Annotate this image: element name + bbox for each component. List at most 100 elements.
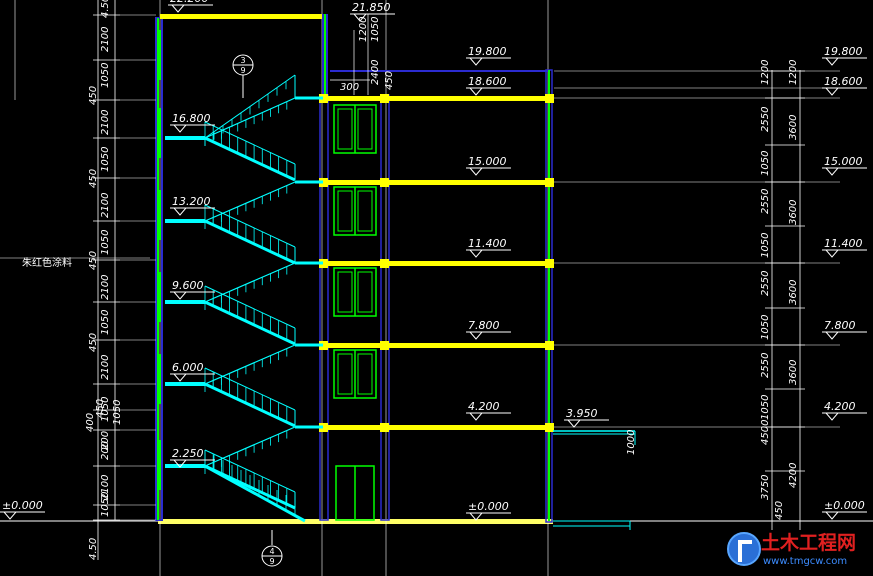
handrail xyxy=(204,121,296,165)
dimension-text: 400 xyxy=(85,413,96,432)
beam-node xyxy=(319,341,328,350)
dimension-text: 2100 xyxy=(100,475,111,500)
dimension-text: 2550 xyxy=(760,271,771,296)
elevation-landing: 9.600 xyxy=(172,279,204,292)
dimension-text: 1200 xyxy=(788,60,799,85)
dimension-text: 1050 xyxy=(100,310,111,335)
elevation-ground-right: ±0.000 xyxy=(824,499,865,512)
dimension-text: 450 xyxy=(88,333,99,352)
dimension-text: 450 xyxy=(88,86,99,105)
elevation-landing: 13.200 xyxy=(172,195,211,208)
dimension-text: 1050 xyxy=(100,230,111,255)
ground-hatch xyxy=(158,519,553,524)
dimension-text: 1050 xyxy=(760,151,771,176)
stair-flight xyxy=(204,219,296,265)
dimension-text: 4.50 xyxy=(100,0,111,18)
elevation-ground: ±0.000 xyxy=(468,500,509,513)
dimension-text: 3600 xyxy=(788,200,799,225)
elevation-mark xyxy=(172,459,188,468)
window-pane xyxy=(357,271,373,313)
beam-node xyxy=(319,259,328,268)
elevation-right: 11.400 xyxy=(824,237,863,250)
dimension-text: 1050 xyxy=(100,397,111,422)
logo-icon xyxy=(727,532,761,566)
drawing-labels: 4.50210010504502100105045021001050450210… xyxy=(0,0,867,567)
dimension-text: 450 xyxy=(384,71,395,90)
handrail xyxy=(204,285,296,329)
floor-slab xyxy=(322,343,550,348)
handrail xyxy=(204,204,296,248)
elevation-landing: 2.250 xyxy=(172,447,204,460)
window-pane xyxy=(337,353,353,395)
elevation-roof-slab: 18.600 xyxy=(468,75,507,88)
elevation-mark xyxy=(468,249,484,258)
section-sheet: 9 xyxy=(240,66,245,75)
elevation-mark xyxy=(468,57,484,66)
stair-window xyxy=(157,30,161,80)
elevation-mark xyxy=(170,4,186,13)
elevation-floor: 15.000 xyxy=(468,155,507,168)
elevation-mark xyxy=(824,57,840,66)
dimension-text: 4.50 xyxy=(88,538,99,560)
beam-node xyxy=(380,341,389,350)
elevation-mark xyxy=(172,291,188,300)
dimension-text: 2550 xyxy=(760,107,771,132)
dimension-text: 2100 xyxy=(100,27,111,52)
beam-node xyxy=(380,178,389,187)
elevation-floor: 7.800 xyxy=(468,319,500,332)
elevation-mark xyxy=(824,87,840,96)
window-pane xyxy=(357,353,373,395)
elevation-floor: 4.200 xyxy=(468,400,500,413)
floor-slab xyxy=(322,96,550,101)
elevation-mark xyxy=(566,419,582,428)
watermark-url: www.tmgcw.com xyxy=(763,556,848,567)
stair-window xyxy=(157,354,161,404)
dimension-text: 2100 xyxy=(100,193,111,218)
window-pane xyxy=(357,190,373,232)
dimension-text: 3750 xyxy=(760,475,771,500)
dimension-text: 4200 xyxy=(788,463,799,488)
stair-flight-upper xyxy=(204,262,296,303)
dimension-text: 1050 xyxy=(760,395,771,420)
stair-window xyxy=(157,108,161,158)
section-sheet: 9 xyxy=(269,557,274,566)
dimension-text: 1200 xyxy=(760,60,771,85)
elevation-mark xyxy=(172,124,188,133)
dimension-text: 450 xyxy=(95,399,106,418)
elevation-mark xyxy=(824,511,840,520)
stair-window xyxy=(157,190,161,240)
beam-node xyxy=(380,259,389,268)
dimension-text: 2550 xyxy=(760,353,771,378)
window-pane xyxy=(357,108,373,150)
elevation-right: 15.000 xyxy=(824,155,863,168)
stair-flight-upper xyxy=(204,97,296,139)
elevation-parapet: 21.850 xyxy=(352,1,391,14)
dimension-text: 1050 xyxy=(112,400,123,425)
dimension-text: 1050 xyxy=(760,233,771,258)
dimension-text: 2100 xyxy=(100,275,111,300)
elevation-mark xyxy=(824,331,840,340)
beam-node xyxy=(319,423,328,432)
elevation-right: 4.200 xyxy=(824,400,856,413)
beam-node xyxy=(545,423,554,432)
dimension-text: 1050 xyxy=(100,492,111,517)
elevation-right: 19.800 xyxy=(824,45,863,58)
elevation-right: 18.600 xyxy=(824,75,863,88)
stair-flight-upper xyxy=(204,344,296,385)
window-pane xyxy=(337,190,353,232)
elevation-mark xyxy=(468,412,484,421)
window-pane xyxy=(337,108,353,150)
dimension-text: 3600 xyxy=(788,115,799,140)
stair-flight-upper xyxy=(204,426,296,467)
elevation-mark xyxy=(172,373,188,382)
elevation-ground-left: ±0.000 xyxy=(2,499,43,512)
material-note: 朱红色涂料 xyxy=(22,256,72,269)
dimension-text: 200 xyxy=(100,441,111,460)
stair-flight xyxy=(204,136,296,182)
elevation-landing: 6.000 xyxy=(172,361,204,374)
dimension-text: 3600 xyxy=(788,360,799,385)
stair-flight xyxy=(204,464,306,523)
dimension-text: 200 xyxy=(100,431,111,450)
dimension-text: 1050 xyxy=(100,63,111,88)
